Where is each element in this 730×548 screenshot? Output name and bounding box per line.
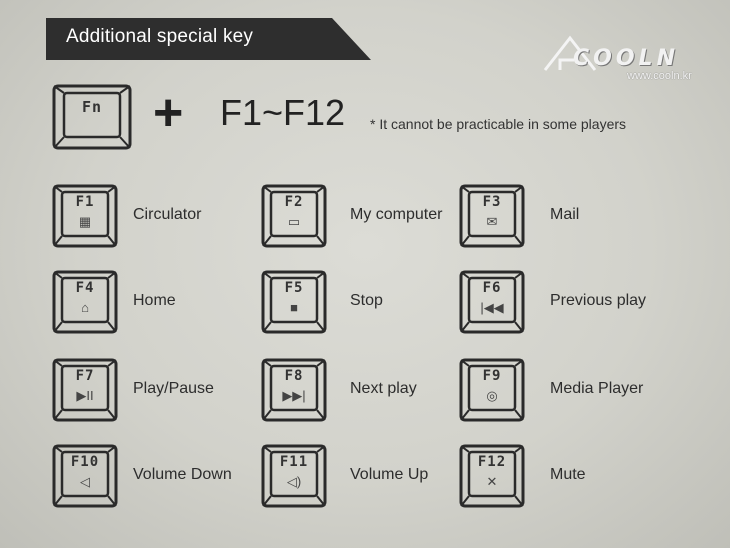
key-f4-function: Home [133,292,176,309]
key-f4-label: F4 [75,280,95,296]
key-f10-label: F10 [70,454,100,470]
key-f6: F6 |◀◀ [459,270,525,334]
brand-url: www.cooln.kr [627,70,692,82]
previous-icon: |◀◀ [480,300,504,315]
key-f12-label: F12 [477,454,507,470]
fn-key: Fn [52,84,132,150]
key-f9: F9 ◎ [459,358,525,422]
next-icon: ▶▶| [282,388,306,403]
mute-icon: ✕ [486,474,498,489]
key-f8-function: Next play [350,380,417,397]
compatibility-note: * It cannot be practicable in some playe… [370,116,627,132]
key-f3: F3 ✉ [459,184,525,248]
key-f1: F1 ▦ [52,184,118,248]
key-f2-function: My computer [350,206,443,223]
key-f10: F10 ◁ [52,444,118,508]
cooln-logo-icon [543,35,597,71]
plus-sign: + [153,84,184,142]
key-f12: F12 ✕ [459,444,525,508]
media-player-icon: ◎ [486,388,498,403]
key-f2: F2 ▭ [261,184,327,248]
computer-icon: ▭ [287,214,301,229]
section-title: Additional special key [66,26,254,47]
key-f10-function: Volume Down [133,466,232,483]
stop-icon: ■ [290,300,298,315]
key-f7-label: F7 [75,368,95,384]
key-range: F1~F12 [220,92,346,133]
key-f4: F4 ⌂ [52,270,118,334]
key-f3-function: Mail [550,206,580,223]
key-f7: F7 ▶II [52,358,118,422]
key-f11-label: F11 [279,454,309,470]
key-f5: F5 ■ [261,270,327,334]
key-f9-function: Media Player [550,380,644,397]
calculator-icon: ▦ [78,214,92,229]
key-f11-function: Volume Up [350,466,429,483]
key-f1-label: F1 [75,194,95,210]
key-f7-function: Play/Pause [133,380,214,397]
key-f6-label: F6 [482,280,502,296]
key-f9-label: F9 [482,368,502,384]
key-f11: F11 ◁) [261,444,327,508]
mail-icon: ✉ [486,214,498,229]
key-f2-label: F2 [284,194,304,210]
key-f1-function: Circulator [133,206,202,223]
section-banner: Additional special key [46,18,371,60]
key-f6-function: Previous play [550,292,647,309]
play-pause-icon: ▶II [76,388,94,403]
key-f5-label: F5 [284,280,304,296]
fn-key-label: Fn [81,98,103,116]
key-f3-label: F3 [482,194,502,210]
key-f8: F8 ▶▶| [261,358,327,422]
home-icon: ⌂ [81,300,89,315]
key-f5-function: Stop [350,292,383,309]
brand-logo-text: COOLN [573,46,679,71]
volume-down-icon: ◁ [80,474,90,489]
volume-up-icon: ◁) [286,474,302,489]
key-f12-function: Mute [550,466,586,483]
key-f8-label: F8 [284,368,304,384]
